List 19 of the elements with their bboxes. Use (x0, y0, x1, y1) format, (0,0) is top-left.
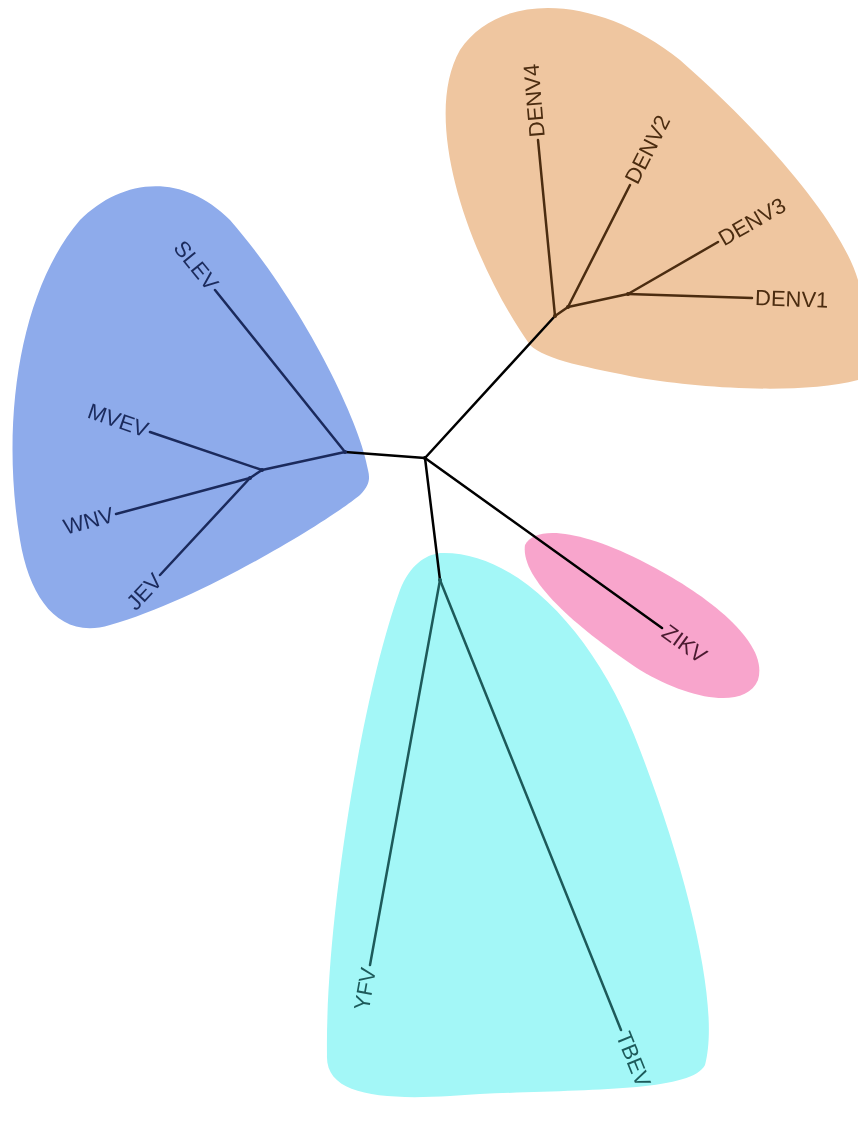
branch-point (438, 578, 442, 582)
branch-point (248, 476, 252, 480)
taxon-label: YFV (350, 962, 382, 1013)
taxon-label: WNV (60, 502, 120, 540)
taxon-label: DENV1 (751, 286, 829, 313)
branch-line (423, 314, 557, 460)
taxon-label: MVEV (84, 399, 154, 444)
taxon-label: DENV4 (519, 62, 550, 142)
branch-point (626, 292, 630, 296)
branch-line (553, 305, 570, 318)
branch-line (158, 476, 252, 577)
branch-line (213, 288, 347, 454)
branch-point (553, 314, 557, 318)
taxon-label: TBEV (609, 1025, 655, 1091)
branch-point (423, 456, 427, 460)
branch-point (566, 305, 570, 309)
branch-point (343, 450, 347, 454)
branch-point (260, 468, 264, 472)
taxon-label: ZIKV (654, 618, 712, 669)
